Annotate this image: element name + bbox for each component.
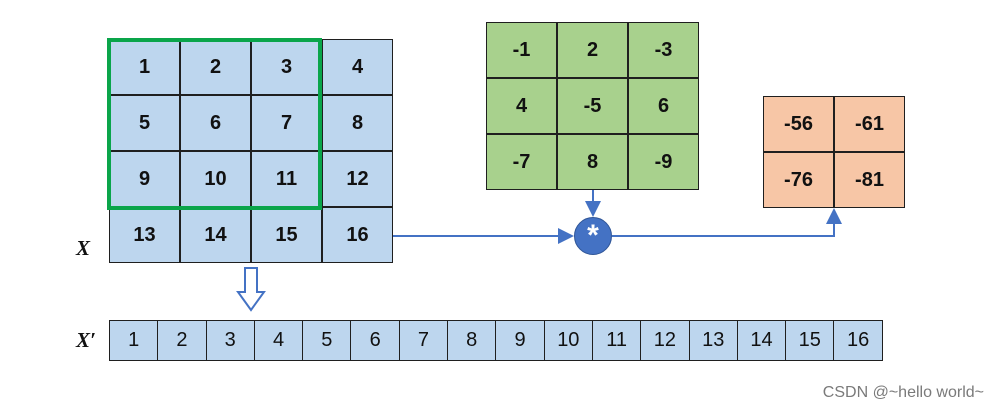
flattened-cell: 12: [640, 320, 690, 361]
flattened-cell: 4: [253, 320, 304, 361]
operator-to-output-arrow: [612, 208, 842, 237]
input-cell: 12: [322, 151, 393, 207]
kernel-cell: -9: [628, 134, 699, 190]
flattened-cell: 3: [205, 320, 255, 361]
input-cell: 10: [180, 151, 251, 207]
kernel-cell: 4: [486, 78, 557, 134]
kernel-cell: 8: [557, 134, 628, 190]
watermark: CSDN @~hello world~: [822, 384, 984, 401]
output-cell: -61: [834, 96, 905, 152]
flattened-cell: 11: [591, 320, 642, 361]
flattened-cell: 1: [109, 320, 159, 361]
input-cell: 4: [322, 39, 393, 95]
kernel-cell: 6: [628, 78, 699, 134]
input-cell: 5: [109, 95, 180, 151]
flattened-cell: 2: [157, 320, 207, 361]
input-cell: 6: [180, 95, 251, 151]
flattened-cell: 7: [398, 320, 449, 361]
input-matrix-label: X: [76, 236, 91, 260]
input-cell: 1: [109, 39, 180, 95]
flattened-cell: 16: [833, 320, 883, 361]
hollow-down-arrow-icon: [236, 267, 266, 312]
flattened-cell: 8: [447, 320, 497, 361]
input-cell: 8: [322, 95, 393, 151]
input-cell: 15: [251, 207, 322, 263]
flattened-cell: 9: [495, 320, 545, 361]
output-cell: -81: [834, 152, 905, 208]
input-cell: 11: [251, 151, 322, 207]
kernel-cell: -7: [486, 134, 557, 190]
kernel-cell: -5: [557, 78, 628, 134]
convolution-operator-icon: *: [574, 217, 612, 255]
output-cell: -56: [763, 96, 834, 152]
flattened-cell: 15: [785, 320, 835, 361]
input-cell: 7: [251, 95, 322, 151]
flattened-cell: 6: [350, 320, 400, 361]
input-cell: 16: [322, 207, 393, 263]
output-cell: -76: [763, 152, 834, 208]
flattened-cell: 10: [543, 320, 593, 361]
input-cell: 13: [109, 207, 180, 263]
input-cell: 14: [180, 207, 251, 263]
input-cell: 2: [180, 39, 251, 95]
flattened-cell: 14: [736, 320, 787, 361]
flattened-cell: 13: [688, 320, 738, 361]
output-matrix: -56-61-76-81: [763, 96, 905, 208]
kernel-cell: -3: [628, 22, 699, 78]
kernel-cell: 2: [557, 22, 628, 78]
kernel-cell: -1: [486, 22, 557, 78]
input-cell: 3: [251, 39, 322, 95]
flattened-cell: 5: [302, 320, 352, 361]
input-cell: 9: [109, 151, 180, 207]
flattened-label: X′: [76, 328, 96, 352]
